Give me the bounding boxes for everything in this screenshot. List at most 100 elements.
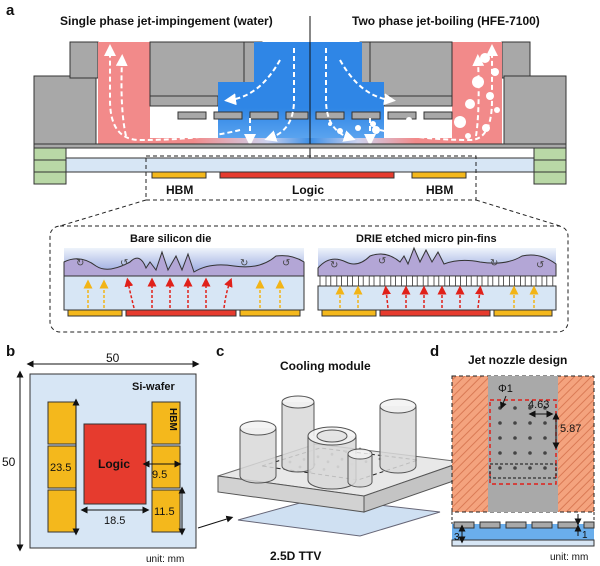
nozzle-hole <box>513 451 517 455</box>
panel-c-bottom-label: 2.5D TTV <box>270 549 321 563</box>
logic-die <box>83 423 147 505</box>
swirl-icon: ↺ <box>378 256 386 267</box>
pin-fin <box>384 275 392 287</box>
dim-hbm-side: 11.5 <box>154 506 175 518</box>
swirl-icon: ↻ <box>330 260 338 271</box>
panel-c-letter: c <box>216 343 224 360</box>
hbm-right-label: HBM <box>426 183 453 197</box>
panel-c-title: Cooling module <box>280 359 371 373</box>
nozzle-hole <box>543 406 547 410</box>
panel-a-title-right: Two phase jet-boiling (HFE-7100) <box>352 14 540 28</box>
dim-phi-arrow <box>500 395 507 410</box>
package-layers <box>33 143 567 185</box>
nozzle-hole <box>498 421 502 425</box>
dim-hbm-h: 23.5 <box>50 462 71 474</box>
pin-fin <box>524 275 532 287</box>
nozzle-holes <box>498 406 547 470</box>
inlet-tubes <box>239 395 417 490</box>
heat-arrows-left <box>83 277 285 309</box>
panel-d-letter: d <box>430 343 439 360</box>
nozzle-hole <box>543 466 547 470</box>
zoom-right-title: DRIE etched micro pin-fins <box>356 233 497 245</box>
pin-fin <box>405 275 413 287</box>
pin-fin <box>330 275 338 287</box>
housing <box>33 41 567 145</box>
swirl-icon: ↺ <box>536 260 544 271</box>
logic-label: Logic <box>292 183 324 197</box>
pin-fin <box>492 275 500 287</box>
nozzle-hole <box>528 451 532 455</box>
logic-die-label: Logic <box>98 457 130 471</box>
zoom-pin-fins: DRIE etched micro pin-fins ↻ ↺ ↻ ↺ <box>317 233 557 317</box>
nozzle-hole <box>543 451 547 455</box>
pin-fin <box>319 275 327 287</box>
swirl-icon: ↻ <box>76 258 84 269</box>
pin-fin <box>427 275 435 287</box>
pin-fin <box>373 275 381 287</box>
zoom-line-left <box>59 199 147 227</box>
panel-b-unit: unit: mm <box>146 554 184 565</box>
panel-d-unit: unit: mm <box>550 552 588 563</box>
dim-phi: Φ1 <box>498 383 513 395</box>
nozzle-hole <box>513 436 517 440</box>
coolant-right <box>310 42 502 148</box>
pin-fin <box>535 275 543 287</box>
zoom-bare-silicon: Bare silicon die ↻ ↺ ↻ ↺ <box>63 233 305 317</box>
pin-fin <box>503 275 511 287</box>
swirl-icon: ↺ <box>120 258 128 269</box>
nozzle-hole <box>498 436 502 440</box>
dim-pitch-y: 5.87 <box>560 423 581 435</box>
nozzle-hole <box>528 436 532 440</box>
nozzle-hole <box>513 466 517 470</box>
pin-fin <box>362 275 370 287</box>
pin-fin <box>470 275 478 287</box>
section-base <box>451 539 595 547</box>
dim-height: 50 <box>2 455 16 469</box>
nozzle-hole <box>543 436 547 440</box>
swirl-icon: ↻ <box>240 258 248 269</box>
nozzle-row-highlight <box>489 463 557 479</box>
plenum <box>254 42 362 82</box>
hbm-left-label: HBM <box>166 183 193 197</box>
pin-fin <box>481 275 489 287</box>
nozzle-hole <box>528 466 532 470</box>
panel-c: c Cooling module 2.5D TTV <box>197 343 463 563</box>
nozzle-hole <box>498 406 502 410</box>
nozzle-plate <box>177 111 453 120</box>
dim-width: 50 <box>106 351 120 365</box>
arrow-b-to-c <box>197 515 234 529</box>
pin-fin <box>546 275 554 287</box>
panel-a-letter: a <box>6 2 15 19</box>
si-wafer-label: Si-wafer <box>132 381 176 393</box>
nozzle-hole <box>498 451 502 455</box>
ttv-plate <box>237 497 441 537</box>
nozzle-hole <box>543 421 547 425</box>
panel-b: b 50 50 Si-wafer HBM Logic 23.5 18.5 9.5… <box>2 343 200 565</box>
dim-gap-w: 9.5 <box>152 469 167 481</box>
nozzle-hole <box>528 421 532 425</box>
panel-d: d Jet nozzle design Φ1 4.63 5.87 3 1 <box>430 343 595 563</box>
panel-b-letter: b <box>6 343 15 360</box>
logic-chip <box>219 171 395 179</box>
panel-d-title: Jet nozzle design <box>468 353 567 367</box>
zoom-container <box>49 225 569 333</box>
pin-fin <box>351 275 359 287</box>
dim-gap: 3 <box>454 532 460 543</box>
hbm-right-chip <box>411 171 467 179</box>
pin-fin <box>514 275 521 287</box>
dim-plate: 1 <box>582 530 588 541</box>
plenum-lower <box>218 82 384 108</box>
nozzle-hole <box>498 466 502 470</box>
panel-a: a Single phase jet-impingement (water) T… <box>6 2 569 333</box>
nozzle-hole <box>513 421 517 425</box>
nozzle-hole <box>513 406 517 410</box>
coolant-left <box>98 42 310 148</box>
pin-fins <box>319 275 554 287</box>
zoom-left-title: Bare silicon die <box>130 233 211 245</box>
swirl-icon: ↻ <box>490 258 498 269</box>
swirl-icon: ↺ <box>282 258 290 269</box>
dim-logic-w: 18.5 <box>104 515 125 527</box>
zoom-source-box <box>145 155 477 201</box>
heat-arrows-right <box>335 285 539 309</box>
